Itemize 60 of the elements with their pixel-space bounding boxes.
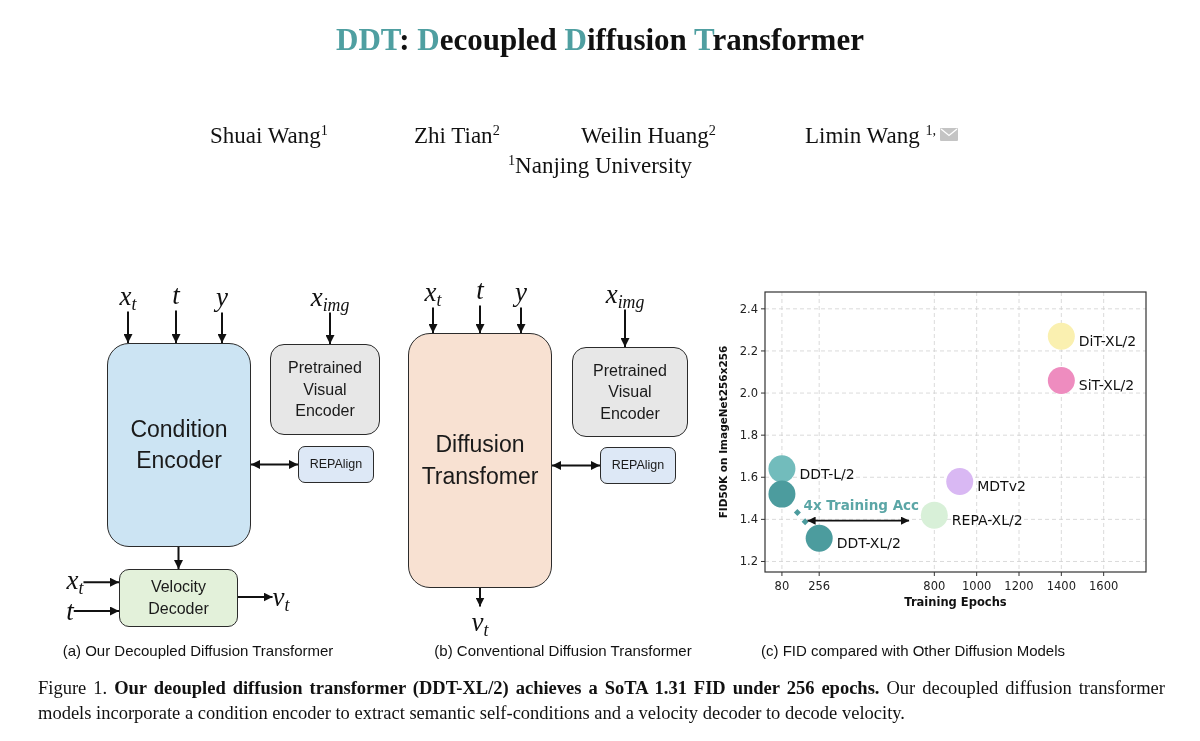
tick-label: 1.8 — [739, 428, 758, 443]
tick-label: 256 — [808, 579, 831, 593]
arrow — [82, 577, 120, 587]
math-symbol: y — [515, 276, 527, 308]
arrow — [620, 308, 630, 348]
subfigure-caption: (a) Our Decoupled Diffusion Transformer — [62, 642, 334, 659]
alignment-block: REPAlign — [600, 447, 676, 484]
author-name: Zhi Tian$^{2}$ — [414, 123, 500, 149]
decoder-block: Velocity Decoder — [119, 569, 238, 627]
arrow — [428, 306, 438, 334]
tick-label: 2.4 — [739, 301, 758, 316]
author-name: Limin Wang $^{1,}$ — [805, 123, 937, 149]
math-symbol: y — [216, 281, 228, 313]
math-symbol: v$_{t}$ — [471, 606, 489, 638]
tick-label: 1600 — [1089, 579, 1119, 593]
arrow — [516, 306, 526, 334]
double-arrow — [250, 460, 299, 469]
math-symbol: x$_{img}$ — [310, 281, 350, 313]
math-symbol: x$_{t}$ — [119, 280, 137, 312]
axis-title: Training Epochs — [904, 595, 1007, 609]
arrow — [325, 311, 335, 345]
encoder-block: Pretrained Visual Encoder — [572, 347, 688, 437]
math-symbol: t — [66, 595, 74, 627]
tick-label: 1.4 — [739, 512, 758, 527]
tick-label: 80 — [774, 579, 790, 593]
subfigure-caption: (b) Conventional Diffusion Transformer — [434, 642, 692, 659]
tick-label: 1.2 — [739, 554, 758, 569]
tick-label: 1.6 — [739, 470, 758, 485]
subfigure-caption: (c) FID compared with Other Diffusion Models — [761, 642, 1065, 659]
math-symbol: x$_{t}$ — [66, 564, 84, 596]
axis-title: FID50K on ImageNet256x256 — [717, 345, 729, 519]
arrow — [217, 311, 227, 344]
affiliation: $^{1}$Nanjing University — [507, 153, 693, 179]
tick-label: 1000 — [962, 579, 992, 593]
tick-label: 800 — [923, 579, 946, 593]
author-name: Weilin Huang$^{2}$ — [581, 123, 716, 149]
arrow — [237, 592, 274, 602]
alignment-block: REPAlign — [298, 446, 374, 483]
tick-label: 1400 — [1046, 579, 1076, 593]
transformer-block: Diffusion Transfomer — [408, 333, 552, 588]
math-symbol: x$_{t}$ — [424, 276, 442, 308]
arrow — [171, 309, 181, 344]
figure-caption: Figure 1. Our deoupled diffusion transformer (DDT-XL/2) achieves a SoTA 1.31 FID under 256 epochs. Our decoupled diffusion transformer models incorporate a condition encoder to extract semantic self-conditions and a velocity decoder to decode velocity. — [38, 677, 1165, 725]
encoder-block: Pretrained Visual Encoder — [270, 344, 380, 435]
arrow — [475, 587, 485, 608]
math-symbol: t — [476, 274, 484, 306]
math-symbol: v$_{t}$ — [272, 581, 290, 613]
arrow — [123, 310, 133, 344]
tick-label: 2.0 — [739, 386, 758, 401]
paper-title: DDT: Decoupled Diffusion Transformer — [335, 22, 865, 58]
tick-label: 1200 — [1004, 579, 1034, 593]
arrow — [174, 546, 183, 570]
encoder-block: Condition Encoder — [107, 343, 251, 547]
math-symbol: t — [172, 279, 180, 311]
arrow — [72, 606, 120, 616]
tick-label: 2.2 — [739, 343, 758, 358]
arrow — [475, 304, 485, 334]
math-symbol: x$_{img}$ — [605, 278, 645, 310]
author-name: Shuai Wang$^{1}$ — [210, 123, 328, 149]
double-arrow — [551, 461, 601, 470]
